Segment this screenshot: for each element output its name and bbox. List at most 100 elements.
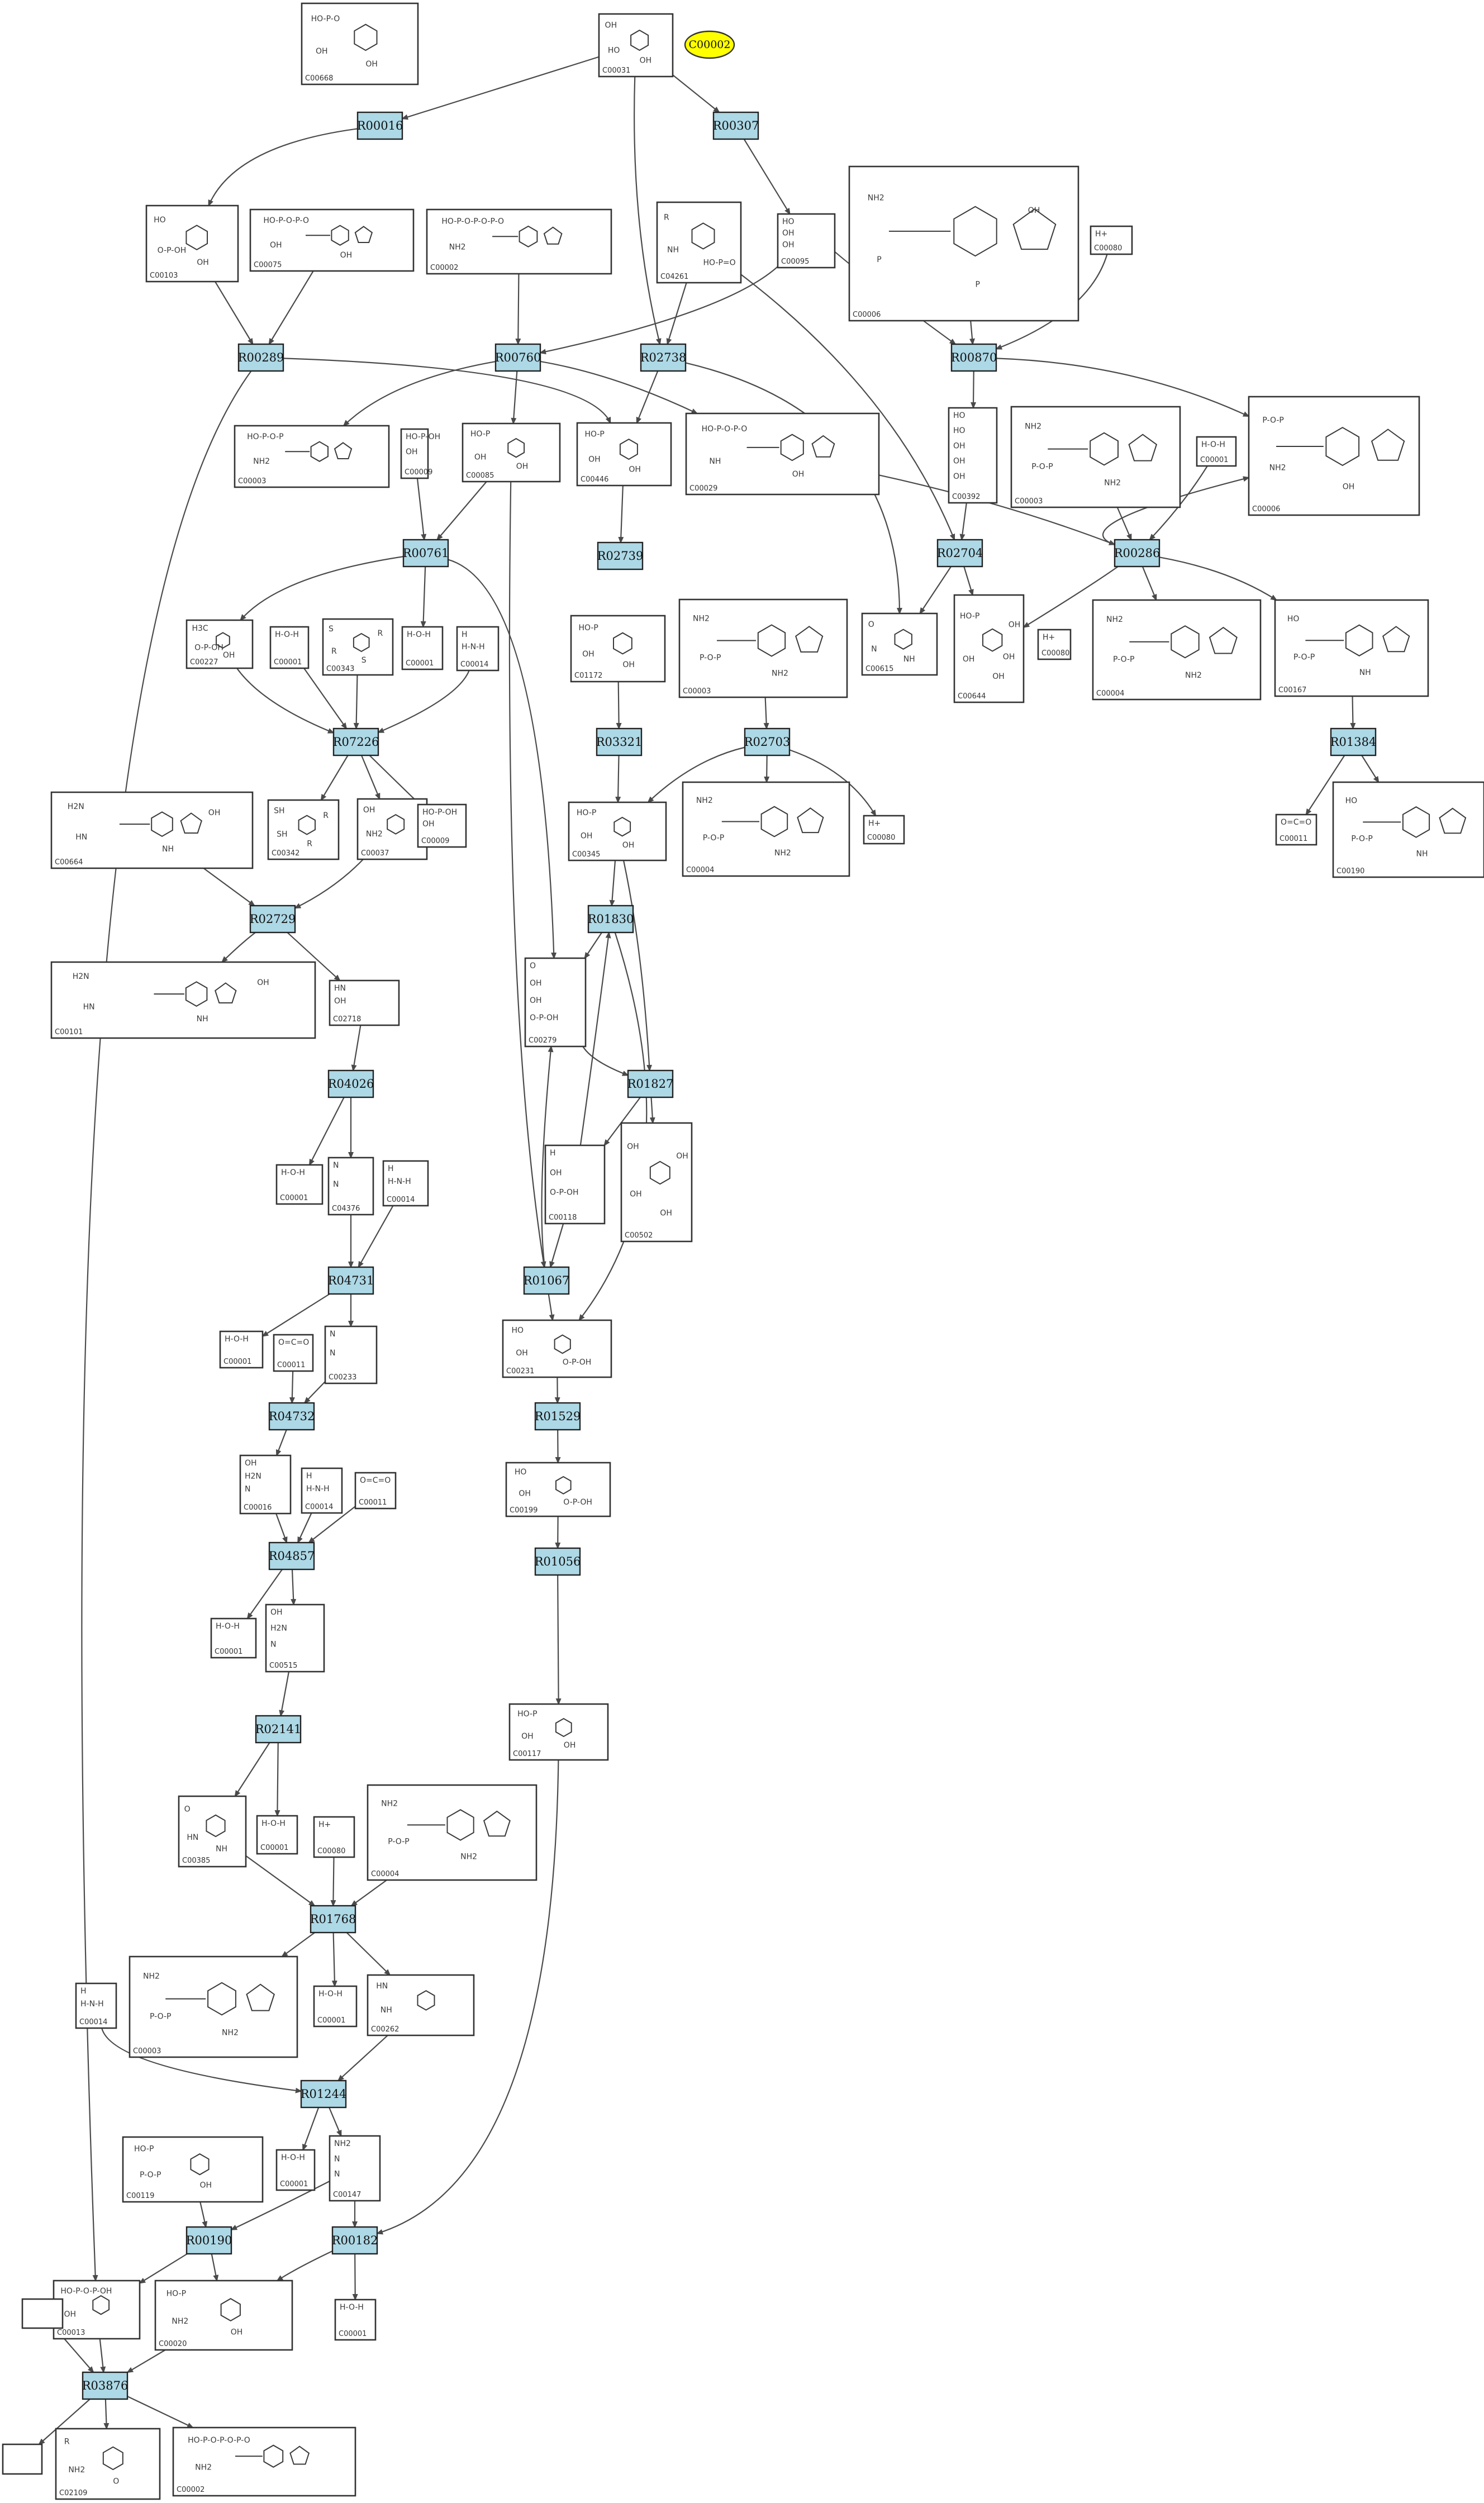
reaction-node[interactable]: R01768 (310, 1905, 356, 1934)
reaction-node[interactable]: R01529 (535, 1402, 581, 1431)
reaction-node[interactable]: R02704 (937, 539, 983, 568)
highlight-node[interactable]: C00002 (684, 30, 735, 59)
reaction-node[interactable]: R01830 (588, 905, 634, 934)
reaction-node[interactable]: R04857 (269, 1541, 315, 1571)
compound-node[interactable]: H+C00080 (1037, 629, 1072, 660)
compound-node[interactable]: H+C00080 (1090, 225, 1133, 255)
reaction-node[interactable]: R02703 (744, 727, 791, 756)
compound-node[interactable] (2, 2443, 43, 2475)
reaction-node[interactable]: R04026 (328, 1069, 374, 1098)
reaction-node[interactable]: R00870 (951, 343, 997, 372)
reaction-node[interactable]: R02141 (255, 1715, 302, 1744)
reaction-node[interactable]: R00016 (357, 111, 403, 140)
reaction-node[interactable]: R00307 (713, 111, 759, 140)
reaction-node[interactable]: R00289 (238, 343, 284, 372)
reaction-node[interactable]: R04731 (328, 1266, 374, 1295)
reaction-node[interactable]: R02738 (640, 343, 687, 372)
reaction-node[interactable]: R00182 (332, 2226, 378, 2255)
reaction-node[interactable]: R00286 (1114, 539, 1160, 568)
reaction-node[interactable]: R03321 (596, 727, 643, 756)
reaction-node[interactable]: R04732 (269, 1402, 315, 1431)
reaction-node[interactable]: R01067 (524, 1266, 570, 1295)
reaction-node[interactable]: R07226 (333, 727, 379, 756)
reaction-node[interactable]: R02729 (250, 905, 296, 934)
compound-node[interactable] (21, 2298, 64, 2329)
compound-node[interactable]: H+C00080 (863, 815, 905, 845)
reaction-node[interactable]: R01056 (535, 1547, 581, 1576)
reaction-node[interactable]: R02739 (597, 541, 644, 570)
reaction-node[interactable]: R00761 (403, 539, 449, 568)
reaction-node[interactable]: R03876 (82, 2371, 129, 2400)
compound-node[interactable]: H+C00080 (313, 1816, 355, 1858)
reaction-node[interactable]: R00190 (186, 2226, 232, 2255)
reaction-node[interactable]: R00760 (495, 343, 541, 372)
reaction-node[interactable]: R01384 (1330, 727, 1377, 756)
